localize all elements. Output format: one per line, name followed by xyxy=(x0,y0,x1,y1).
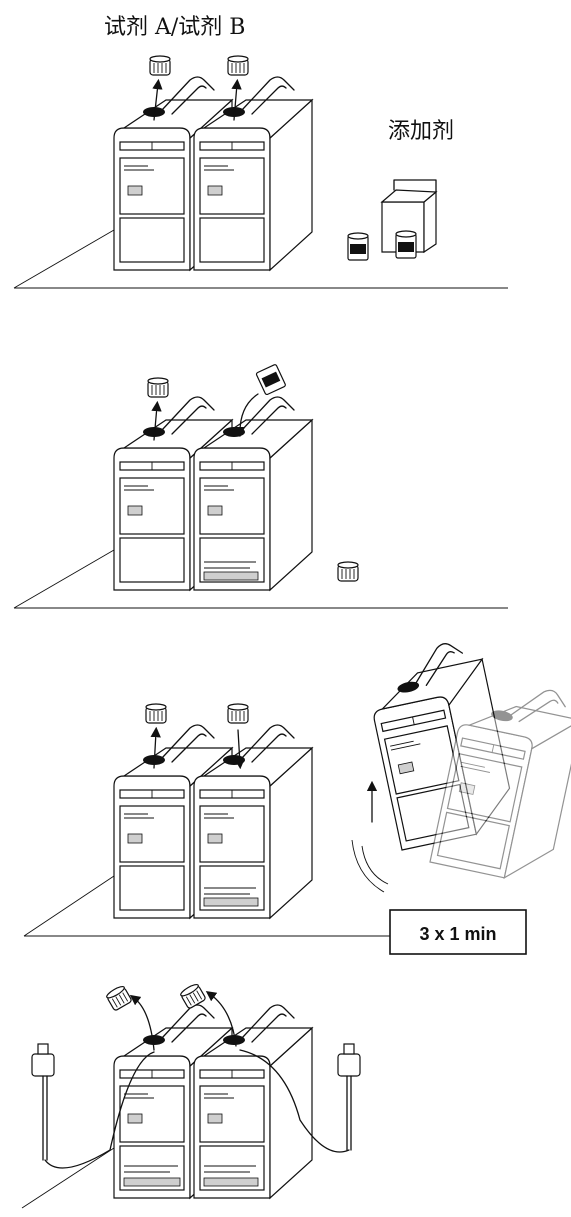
cap-icon xyxy=(149,55,171,76)
cap-icon xyxy=(178,982,207,1010)
suction-tube-icon xyxy=(239,1043,361,1153)
additive-vial-icon xyxy=(395,230,417,259)
cap-icon xyxy=(147,377,169,398)
cap-icon xyxy=(337,561,359,582)
cap-icon xyxy=(227,55,249,76)
cap-icon xyxy=(227,703,249,724)
additive-label: 添加剂 xyxy=(388,119,454,144)
additive-box-icon xyxy=(347,179,438,261)
step-1-panel: 添加剂 xyxy=(13,55,508,289)
mix-time-box xyxy=(389,909,527,955)
cap-icon xyxy=(145,703,167,724)
additive-vial-icon xyxy=(347,232,369,261)
mix-time-label: 3 x 1 min xyxy=(419,924,496,944)
step-4-panel xyxy=(21,982,361,1209)
cap-icon xyxy=(104,984,133,1012)
suction-tube-icon xyxy=(31,1043,155,1169)
additive-vial-icon xyxy=(255,364,286,396)
title-label: 试剂 A/试剂 B xyxy=(104,15,245,40)
step-3-panel: 3 x 1 min xyxy=(23,636,571,955)
step-2-panel xyxy=(13,364,508,609)
